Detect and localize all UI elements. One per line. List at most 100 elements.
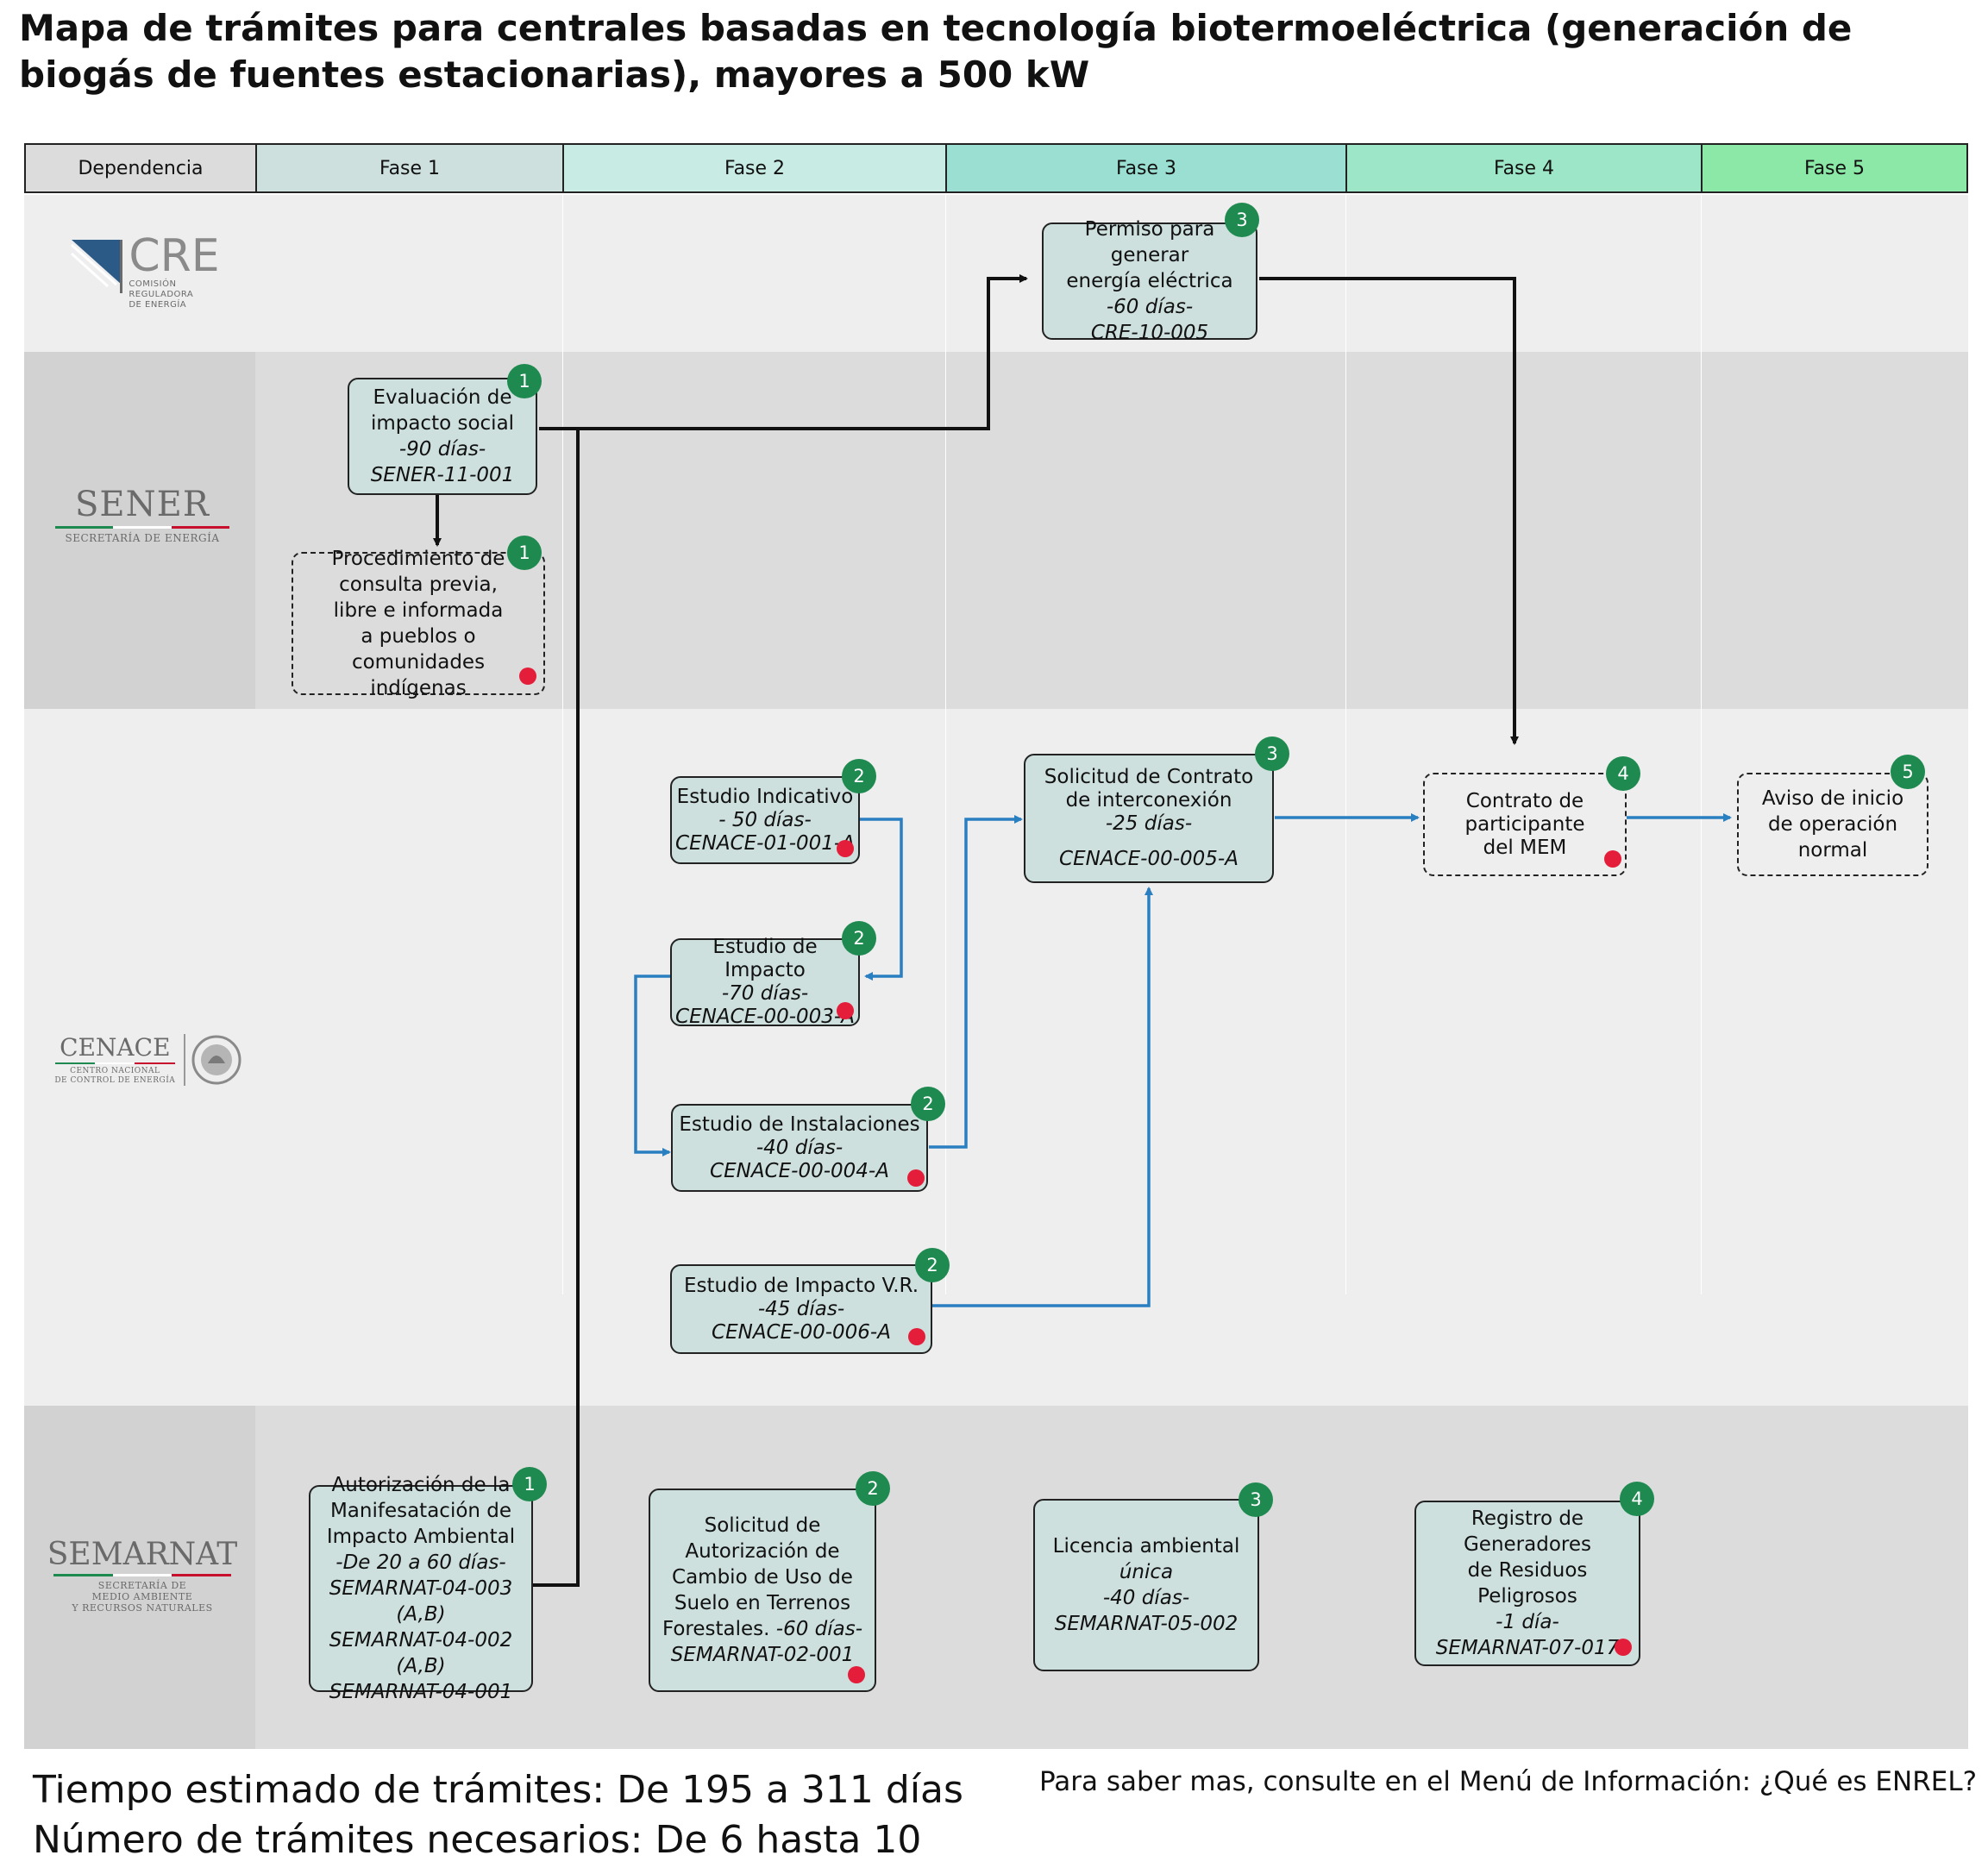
arrow-instalaciones-to-solicitud bbox=[929, 815, 1023, 1149]
alert-dot bbox=[1615, 1639, 1632, 1656]
box-line: libre e informada bbox=[333, 599, 504, 622]
box-line: Suelo en Terrenos bbox=[674, 1592, 851, 1614]
box-estudio-instalaciones[interactable]: Estudio de Instalaciones -40 días- CENAC… bbox=[671, 1104, 928, 1192]
lane-cre bbox=[24, 195, 1968, 352]
phase-badge: 2 bbox=[911, 1087, 945, 1121]
box-line: Impacto Ambiental bbox=[326, 1526, 516, 1548]
box-line: Estudio de Impacto V.R. bbox=[683, 1274, 919, 1297]
box-duration: - 50 días- bbox=[718, 808, 812, 831]
box-line: Forestales. bbox=[662, 1618, 770, 1640]
alert-dot bbox=[907, 1169, 925, 1187]
box-code: CENACE-00-003-A bbox=[675, 1006, 855, 1028]
footer-tiempo-estimado: Tiempo estimado de trámites: De 195 a 31… bbox=[33, 1768, 963, 1812]
box-permiso-generacion[interactable]: Permiso para generar energía eléctrica -… bbox=[1042, 218, 1257, 344]
logo-semarnat: SEMARNAT SECRETARÍA DE MEDIO AMBIENTE Y … bbox=[45, 1537, 240, 1614]
logo-cenace: CENACE CENTRO NACIONAL DE CONTROL DE ENE… bbox=[52, 1033, 241, 1086]
box-duration: -1 día- bbox=[1496, 1611, 1559, 1633]
box-evaluacion-impacto-social[interactable]: Evaluación de impacto social -90 días- S… bbox=[348, 378, 537, 495]
box-line: impacto social bbox=[370, 412, 515, 435]
footer-info-link[interactable]: Para saber mas, consulte en el Menú de I… bbox=[1039, 1766, 1978, 1797]
cre-emblem-icon bbox=[71, 240, 123, 293]
box-line: Procedimiento de bbox=[331, 548, 505, 570]
box-code: CENACE-00-005-A bbox=[1059, 848, 1239, 870]
box-code: SENER-11-001 bbox=[370, 464, 515, 486]
box-line: Estudio de Instalaciones bbox=[679, 1112, 920, 1136]
box-cambio-uso-suelo[interactable]: Solicitud de Autorización de Cambio de U… bbox=[649, 1489, 876, 1692]
phase-badge: 5 bbox=[1891, 755, 1925, 789]
label-cell-semarnat bbox=[24, 1406, 255, 1749]
phase-badge: 1 bbox=[512, 1467, 547, 1501]
box-code: SEMARNAT-05-002 bbox=[1054, 1613, 1239, 1635]
box-line: de operación bbox=[1767, 813, 1898, 836]
phase-badge: 1 bbox=[507, 536, 542, 570]
flag-stripe bbox=[55, 526, 229, 529]
phase-badge: 2 bbox=[856, 1471, 890, 1506]
box-aviso-inicio-operacion[interactable]: Aviso de inicio de operación normal bbox=[1737, 773, 1928, 876]
phase-badge: 2 bbox=[842, 921, 876, 956]
box-line: participante bbox=[1464, 812, 1585, 836]
flag-stripe bbox=[55, 1062, 175, 1064]
box-line: consulta previa, bbox=[339, 573, 498, 596]
box-line: Estudio Indicativo bbox=[676, 785, 854, 808]
box-solicitud-contrato-interconexion[interactable]: Solicitud de Contrato de interconexión -… bbox=[1024, 754, 1274, 883]
cenace-name: CENACE bbox=[60, 1033, 171, 1062]
box-contrato-participante-mem[interactable]: Contrato de participante del MEM bbox=[1423, 773, 1627, 876]
header-fase-3: Fase 3 bbox=[945, 143, 1347, 193]
logo-sener: SENER SECRETARÍA DE ENERGÍA bbox=[52, 485, 233, 544]
column-divider bbox=[562, 195, 563, 1294]
box-line: Generadores bbox=[1463, 1533, 1591, 1556]
box-line: Manifesatación de bbox=[329, 1500, 512, 1522]
box-line: Estudio de Impacto bbox=[712, 936, 818, 981]
box-duration: -25 días- bbox=[1105, 812, 1193, 835]
phase-badge: 3 bbox=[1239, 1482, 1273, 1517]
arrow-impacto-to-instalaciones bbox=[634, 975, 671, 1156]
box-code: CENACE-00-004-A bbox=[710, 1159, 889, 1182]
box-line: Registro de bbox=[1471, 1507, 1584, 1530]
box-line: Autorización de la bbox=[331, 1474, 511, 1496]
box-estudio-impacto-vr[interactable]: Estudio de Impacto V.R. -45 días- CENACE… bbox=[670, 1264, 932, 1354]
arrow-indicativo-to-impacto bbox=[860, 818, 903, 981]
logo-cre: CRE COMISIÓN REGULADORA DE ENERGÍA bbox=[52, 233, 233, 310]
box-code: SEMARNAT-04-001 bbox=[329, 1681, 513, 1703]
phase-badge: 3 bbox=[1255, 736, 1289, 771]
phase-badge: 4 bbox=[1620, 1482, 1654, 1516]
header-fase-5: Fase 5 bbox=[1701, 143, 1968, 193]
column-divider bbox=[1701, 195, 1702, 1294]
cre-sub-1: COMISIÓN bbox=[129, 279, 177, 289]
semarnat-sub-3: Y RECURSOS NATURALES bbox=[72, 1602, 213, 1614]
box-registro-residuos-peligrosos[interactable]: Registro de Generadores de Residuos Peli… bbox=[1414, 1501, 1640, 1666]
arrow-permiso-to-contrato bbox=[1259, 277, 1519, 745]
box-line: Solicitud de bbox=[704, 1514, 821, 1537]
box-line: Solicitud de Contrato bbox=[1044, 766, 1254, 788]
header-fase-1: Fase 1 bbox=[255, 143, 564, 193]
box-estudio-impacto[interactable]: Estudio de Impacto -70 días- CENACE-00-0… bbox=[670, 936, 860, 1028]
box-manifestacion-impacto-ambiental[interactable]: Autorización de la Manifesatación de Imp… bbox=[309, 1474, 533, 1703]
box-licencia-ambiental-unica[interactable]: Licencia ambiental única -40 días- SEMAR… bbox=[1033, 1499, 1259, 1671]
box-code: CENACE-01-001-A bbox=[675, 831, 855, 855]
header-fase-4: Fase 4 bbox=[1345, 143, 1703, 193]
label-cell-cre bbox=[24, 195, 255, 352]
header-dependencia: Dependencia bbox=[24, 143, 257, 193]
cre-sub-3: DE ENERGÍA bbox=[129, 300, 187, 310]
label-cell-sener bbox=[24, 352, 255, 709]
header-fase-2: Fase 2 bbox=[562, 143, 947, 193]
box-line: normal bbox=[1797, 839, 1868, 862]
alert-dot bbox=[908, 1328, 925, 1345]
box-duration: -90 días- bbox=[398, 438, 486, 461]
box-duration: -70 días- bbox=[721, 982, 809, 1005]
column-divider bbox=[1345, 195, 1346, 1294]
box-line: Contrato de bbox=[1465, 789, 1584, 812]
cre-name: CRE bbox=[129, 230, 220, 282]
box-code: CRE-10-005 bbox=[1090, 322, 1209, 344]
box-duration: -40 días- bbox=[756, 1136, 843, 1159]
footer-numero-tramites: Número de trámites necesarios: De 6 hast… bbox=[33, 1818, 922, 1862]
box-consulta-previa[interactable]: Procedimiento de consulta previa, libre … bbox=[292, 548, 545, 699]
box-duration: -40 días- bbox=[1102, 1587, 1190, 1609]
alert-dot bbox=[1604, 850, 1621, 868]
box-code: CENACE-00-006-A bbox=[712, 1320, 891, 1344]
box-line: de Residuos Peligrosos bbox=[1467, 1559, 1588, 1608]
box-estudio-indicativo[interactable]: Estudio Indicativo - 50 días- CENACE-01-… bbox=[670, 776, 860, 864]
cre-sub-2: REGULADORA bbox=[129, 290, 194, 299]
lane-cenace bbox=[24, 709, 1968, 1406]
phase-badge: 2 bbox=[915, 1248, 950, 1282]
